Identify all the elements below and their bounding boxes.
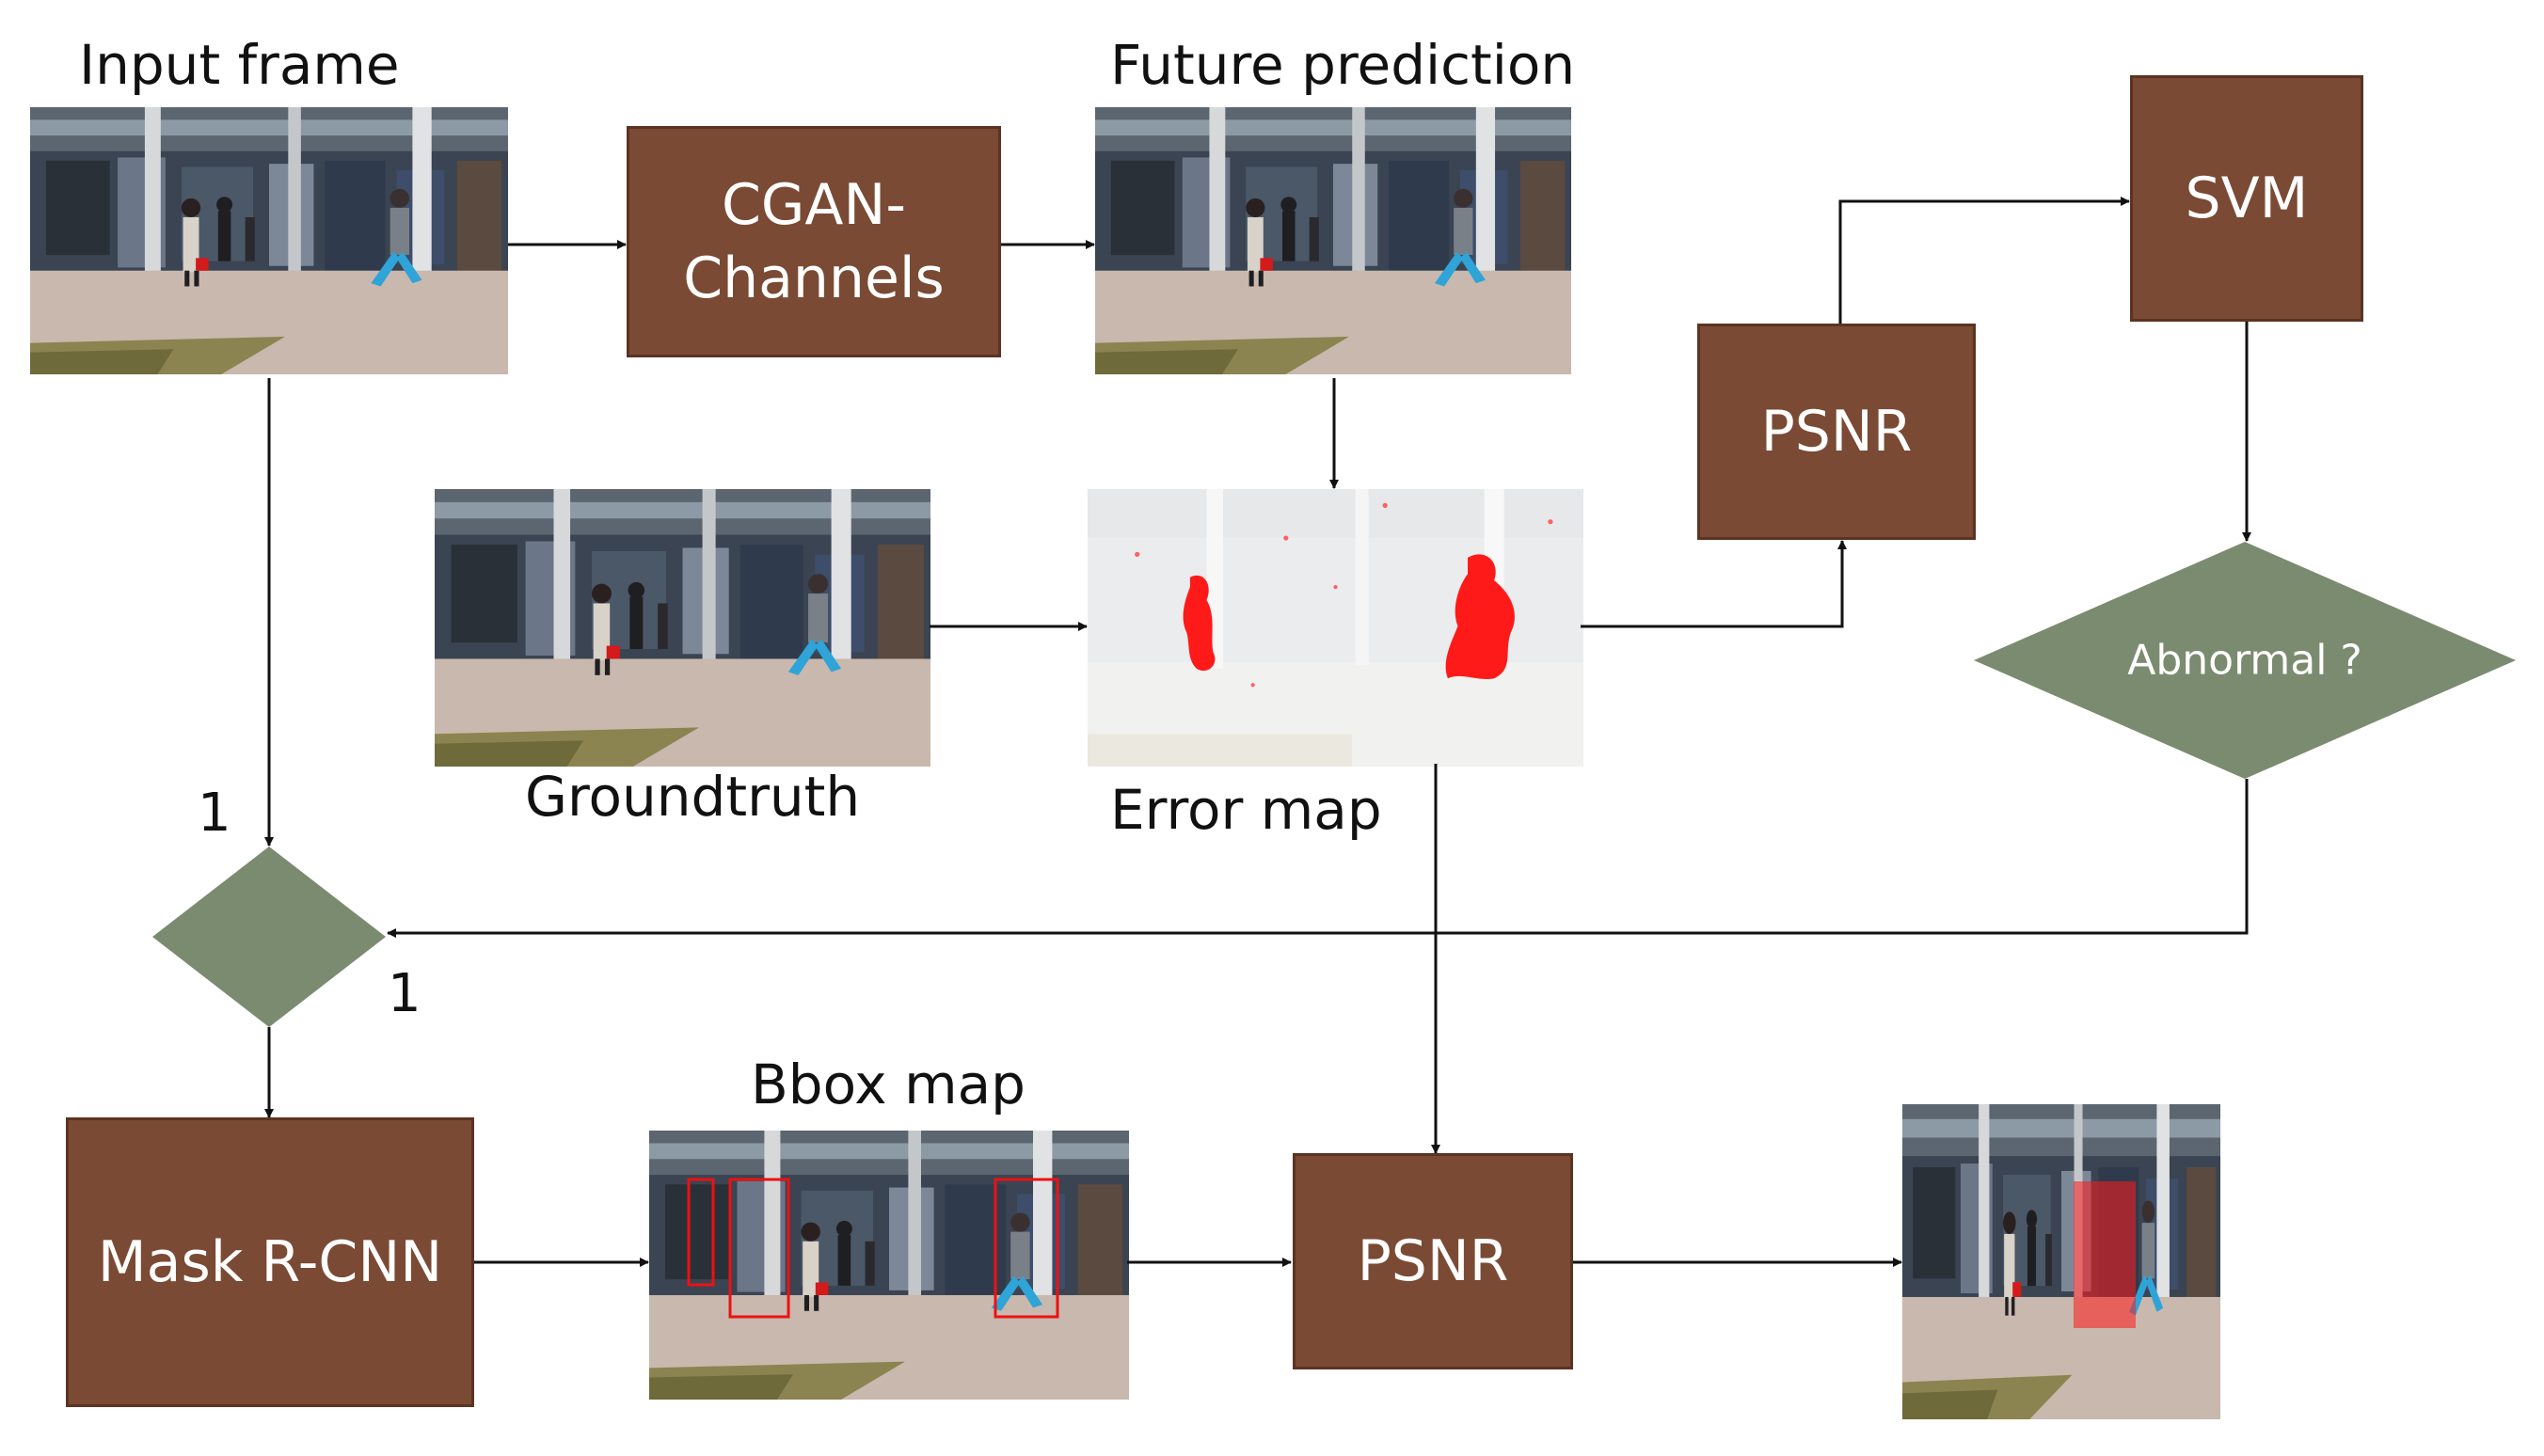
branch-label-top: 1 xyxy=(198,783,231,844)
future-prediction-caption: Future prediction xyxy=(1110,33,1576,97)
arrow-error-to-psnr-top xyxy=(1581,540,1847,628)
bbox-rect-left xyxy=(687,1178,715,1287)
branch-label-right: 1 xyxy=(388,963,421,1024)
psnr-bottom-block: PSNR xyxy=(1293,1153,1573,1369)
mask-rcnn-label: Mask R-CNN xyxy=(97,1229,443,1295)
svm-block: SVM xyxy=(2130,75,2363,322)
groundtruth-caption: Groundtruth xyxy=(525,765,861,829)
mask-rcnn-block: Mask R-CNN xyxy=(66,1117,474,1407)
cgan-channels-label: CGAN- Channels xyxy=(683,172,945,311)
output-abnormal-overlay xyxy=(2074,1181,2136,1328)
input-frame-image xyxy=(30,107,508,375)
branch-diamond xyxy=(152,847,386,1027)
abnormal-decision-diamond xyxy=(1974,542,2516,779)
groundtruth-image xyxy=(435,489,931,768)
cgan-channels-block: CGAN- Channels xyxy=(627,126,1001,357)
psnr-top-block: PSNR xyxy=(1697,324,1976,540)
psnr-top-label: PSNR xyxy=(1760,399,1913,465)
input-frame-caption: Input frame xyxy=(79,33,400,97)
output-frame-image xyxy=(1902,1104,2221,1420)
bbox-rect-person xyxy=(728,1178,790,1319)
bbox-rect-runner xyxy=(994,1178,1059,1319)
error-map-image xyxy=(1088,489,1584,768)
abnormal-decision-label: Abnormal ? xyxy=(2127,636,2362,685)
future-prediction-image xyxy=(1095,107,1572,375)
arrow-psnr-to-svm xyxy=(1838,197,2130,324)
bbox-map-caption: Bbox map xyxy=(751,1052,1026,1116)
connectors xyxy=(264,197,2251,1267)
error-map-caption: Error map xyxy=(1110,778,1382,842)
psnr-bottom-label: PSNR xyxy=(1357,1228,1509,1294)
arrow-decision-to-branch xyxy=(387,779,2249,938)
svm-label: SVM xyxy=(2185,166,2309,231)
